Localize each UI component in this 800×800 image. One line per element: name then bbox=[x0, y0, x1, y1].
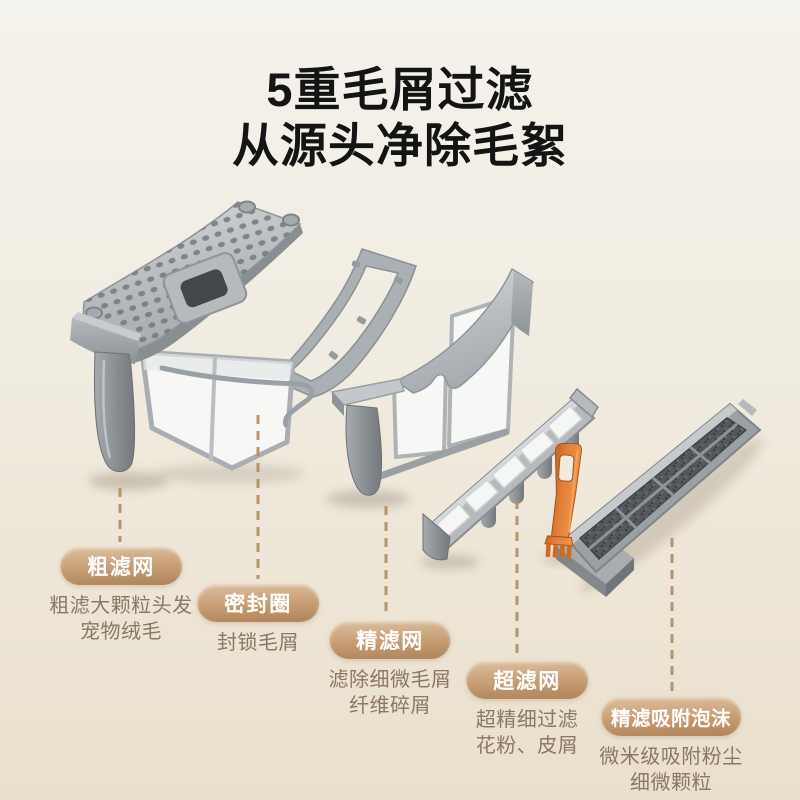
left-end-cap bbox=[70, 318, 138, 364]
ring-clip-tab bbox=[351, 260, 361, 268]
description-ultra-filter: 超精细过滤 花粉、皮屑 bbox=[476, 707, 579, 759]
label-foam-tray: 精滤吸附泡沫 微米级吸附粉尘 细微颗粒 bbox=[599, 697, 743, 796]
ring-clip-tab bbox=[393, 276, 404, 285]
description-line: 宠物绒毛 bbox=[80, 621, 162, 643]
badge-seal-ring: 密封圈 bbox=[197, 584, 319, 622]
saddle-center-recess bbox=[162, 252, 248, 324]
page-title-line1: 5重毛屑过滤 bbox=[266, 63, 534, 116]
page-title-line2: 从源头净除毛絮 bbox=[232, 119, 568, 172]
strip-mesh-window bbox=[546, 404, 584, 441]
strip-mesh-window bbox=[518, 429, 556, 465]
badge-foam-tray: 精滤吸附泡沫 bbox=[600, 697, 741, 736]
page-title: 5重毛屑过滤 从源头净除毛絮 bbox=[0, 62, 800, 174]
foam-tray-illustration bbox=[556, 399, 763, 597]
label-ultra-filter: 超滤网 超精细过滤 花粉、皮屑 bbox=[466, 661, 588, 759]
description-line: 封锁毛屑 bbox=[217, 632, 299, 654]
fine-filter-foot bbox=[345, 404, 383, 496]
description-line: 滤除细微毛屑 bbox=[328, 669, 452, 691]
ring-clip-tab bbox=[356, 316, 367, 325]
description-foam-tray: 微米级吸附粉尘 细微颗粒 bbox=[599, 744, 743, 796]
label-fine-filter: 精滤网 滤除细微毛屑 纤维碎屑 bbox=[329, 621, 452, 719]
description-line: 粗滤大颗粒头发 bbox=[49, 595, 193, 617]
filter-handle bbox=[93, 351, 136, 473]
description-fine-filter: 滤除细微毛屑 纤维碎屑 bbox=[329, 667, 452, 719]
strip-mesh-window bbox=[462, 478, 500, 514]
bag-wire-frame bbox=[159, 365, 315, 428]
fine-filter-illustration bbox=[326, 267, 534, 508]
ring-clip-tab bbox=[328, 350, 338, 360]
orange-handle-illustration bbox=[541, 442, 582, 565]
label-coarse-filter: 粗滤网 粗滤大颗粒头发 宠物绒毛 bbox=[49, 547, 193, 645]
description-line: 花粉、皮屑 bbox=[475, 735, 579, 757]
badge-ultra-filter: 超滤网 bbox=[466, 661, 588, 699]
fine-filter-top-rail bbox=[394, 267, 534, 394]
description-line: 细微颗粒 bbox=[630, 772, 712, 794]
description-seal-ring: 封锁毛屑 bbox=[217, 630, 299, 656]
badge-fine-filter: 精滤网 bbox=[329, 621, 451, 659]
description-coarse-filter: 粗滤大颗粒头发 宠物绒毛 bbox=[49, 593, 193, 645]
strip-mesh-window bbox=[490, 453, 528, 490]
ultra-filter-illustration bbox=[420, 387, 599, 569]
coarse-filter-illustration bbox=[70, 200, 315, 490]
description-line: 纤维碎屑 bbox=[349, 695, 431, 717]
description-line: 超精细过滤 bbox=[475, 709, 579, 731]
description-line: 微米级吸附粉尘 bbox=[599, 746, 743, 768]
label-seal-ring: 密封圈 封锁毛屑 bbox=[197, 584, 319, 656]
badge-coarse-filter: 粗滤网 bbox=[60, 547, 182, 585]
